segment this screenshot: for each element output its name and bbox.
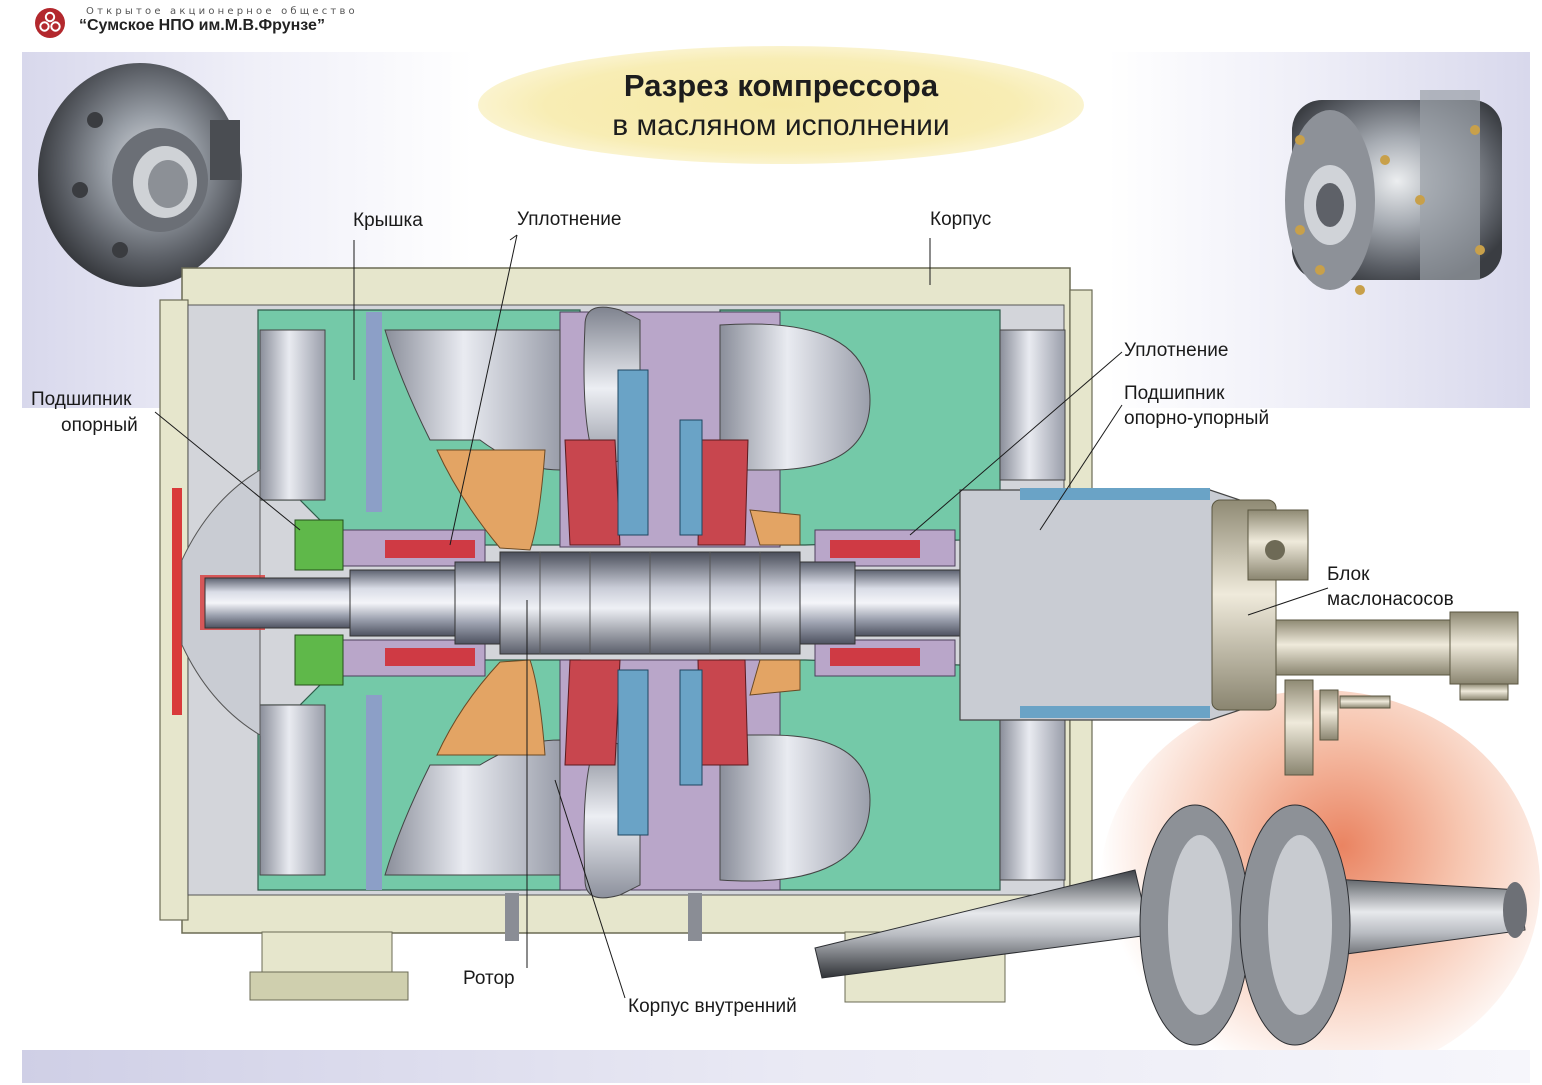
label-rotor: Ротор [463,968,515,989]
label-housing: Корпус [930,209,992,230]
cover-photo [38,63,242,287]
title-ellipse [478,46,1084,164]
title-line-1: Разрез компрессора [623,68,939,103]
bearing-housing-right [959,488,1241,721]
label-inner-housing: Корпус внутренний [628,996,797,1017]
support-bearing [294,519,344,686]
diffusers [617,369,703,836]
label-seal-right: Уплотнение [1124,340,1229,361]
company-logo-icon [35,8,65,38]
org-type: Открытое акционерное общество [86,6,358,17]
housing-photo [1285,90,1502,295]
label-seal-left: Уплотнение [517,209,622,230]
label-cover: Крышка [353,210,423,231]
footer-bar [22,1050,1530,1083]
label-oil-pump-2: маслонасосов [1327,589,1454,610]
label-support-bearing-1: Подшипник [31,389,132,410]
header: Открытое акционерное общество “Сумское Н… [0,0,1542,44]
rotor-photo [814,804,1527,1046]
inlet-guides [436,449,801,756]
oil-pump-block [1211,499,1519,776]
label-oil-pump-1: Блок [1327,564,1370,585]
label-support-bearing-2: опорный [61,415,138,436]
rotor-shaft [204,551,1206,655]
title-block: Разрез компрессора в масляном исполнении [478,46,1084,164]
seal-packs [339,529,956,677]
title-line-2: в масляном исполнении [612,109,950,142]
org-name: “Сумское НПО им.М.В.Фрунзе” [79,17,325,34]
label-thrust-bearing-1: Подшипник [1124,383,1225,404]
leader-lines [154,234,1329,999]
impellers [564,439,749,766]
label-thrust-bearing-2: опорно-упорный [1124,408,1270,429]
